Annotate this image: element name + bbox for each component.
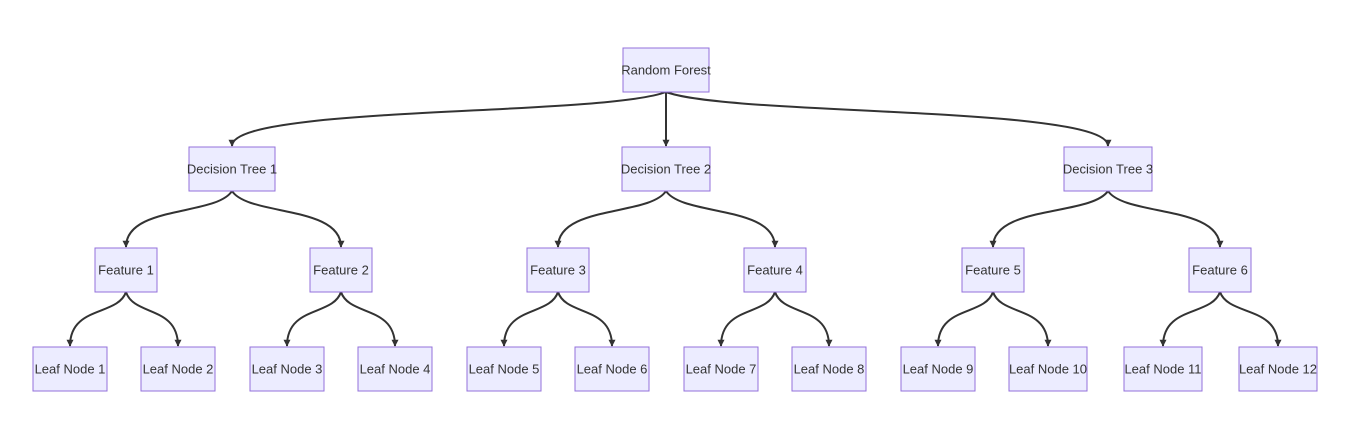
node-label-f5: Feature 5 (965, 263, 1021, 278)
node-label-l9: Leaf Node 9 (903, 362, 974, 377)
node-label-f6: Feature 6 (1192, 263, 1248, 278)
node-l10: Leaf Node 10 (1008, 346, 1088, 392)
node-l3: Leaf Node 3 (249, 346, 325, 392)
node-box-l11 (1123, 346, 1203, 392)
node-f4: Feature 4 (743, 247, 807, 293)
node-box-l1 (32, 346, 108, 392)
node-l8: Leaf Node 8 (791, 346, 867, 392)
node-label-l4: Leaf Node 4 (360, 362, 431, 377)
node-box-l4 (357, 346, 433, 392)
node-box-l6 (574, 346, 650, 392)
node-box-f1 (94, 247, 158, 293)
node-l4: Leaf Node 4 (357, 346, 433, 392)
node-box-l9 (900, 346, 976, 392)
node-f2: Feature 2 (309, 247, 373, 293)
edge-f3-to-l5 (500, 291, 559, 347)
node-box-l12 (1238, 346, 1318, 392)
node-label-dt2: Decision Tree 2 (621, 162, 711, 177)
node-l5: Leaf Node 5 (466, 346, 542, 392)
node-dt3: Decision Tree 3 (1063, 146, 1153, 192)
node-box-f3 (526, 247, 590, 293)
node-box-f5 (961, 247, 1025, 293)
node-l1: Leaf Node 1 (32, 346, 108, 392)
edge-rf-to-dt3 (665, 91, 1112, 147)
node-label-l7: Leaf Node 7 (686, 362, 757, 377)
node-label-f1: Feature 1 (98, 263, 154, 278)
node-box-dt3 (1063, 146, 1153, 192)
node-label-l1: Leaf Node 1 (35, 362, 106, 377)
node-dt2: Decision Tree 2 (621, 146, 711, 192)
node-box-rf (622, 47, 710, 93)
node-label-l2: Leaf Node 2 (143, 362, 214, 377)
edge-f2-to-l3 (283, 291, 342, 347)
node-box-f6 (1188, 247, 1252, 293)
node-box-dt2 (621, 146, 711, 192)
node-label-dt3: Decision Tree 3 (1063, 162, 1153, 177)
edge-f3-to-l6 (557, 291, 616, 347)
node-label-dt1: Decision Tree 1 (187, 162, 277, 177)
node-box-f2 (309, 247, 373, 293)
node-l6: Leaf Node 6 (574, 346, 650, 392)
node-box-l3 (249, 346, 325, 392)
edge-f1-to-l1 (66, 291, 127, 347)
node-box-l10 (1008, 346, 1088, 392)
node-label-l12: Leaf Node 12 (1239, 362, 1317, 377)
edge-f6-to-l12 (1219, 291, 1282, 347)
edge-f5-to-l9 (934, 291, 994, 347)
node-label-f4: Feature 4 (747, 263, 803, 278)
edge-f2-to-l4 (340, 291, 399, 347)
edge-f5-to-l10 (992, 291, 1052, 347)
node-f6: Feature 6 (1188, 247, 1252, 293)
edges-layer (66, 91, 1282, 347)
edge-dt1-to-f1 (122, 190, 233, 248)
node-box-dt1 (188, 146, 276, 192)
node-label-rf: Random Forest (621, 63, 711, 78)
node-label-l5: Leaf Node 5 (469, 362, 540, 377)
node-dt1: Decision Tree 1 (187, 146, 277, 192)
node-box-l7 (683, 346, 759, 392)
node-label-f3: Feature 3 (530, 263, 586, 278)
node-label-l6: Leaf Node 6 (577, 362, 648, 377)
node-label-l10: Leaf Node 10 (1009, 362, 1087, 377)
node-box-l5 (466, 346, 542, 392)
node-label-l11: Leaf Node 11 (1124, 362, 1201, 377)
node-label-f2: Feature 2 (313, 263, 369, 278)
node-f1: Feature 1 (94, 247, 158, 293)
node-label-l8: Leaf Node 8 (794, 362, 865, 377)
node-f5: Feature 5 (961, 247, 1025, 293)
edge-dt3-to-f5 (989, 190, 1109, 248)
edge-dt2-to-f3 (554, 190, 667, 248)
node-l11: Leaf Node 11 (1123, 346, 1203, 392)
node-f3: Feature 3 (526, 247, 590, 293)
node-label-l3: Leaf Node 3 (252, 362, 323, 377)
edge-f1-to-l2 (125, 291, 182, 347)
edge-rf-to-dt1 (228, 91, 667, 147)
node-l7: Leaf Node 7 (683, 346, 759, 392)
edge-f4-to-l8 (774, 291, 833, 347)
node-box-l2 (140, 346, 216, 392)
node-l2: Leaf Node 2 (140, 346, 216, 392)
edge-dt3-to-f6 (1107, 190, 1224, 248)
node-rf: Random Forest (621, 47, 711, 93)
node-l12: Leaf Node 12 (1238, 346, 1318, 392)
edge-f6-to-l11 (1159, 291, 1221, 347)
node-box-l8 (791, 346, 867, 392)
node-box-f4 (743, 247, 807, 293)
edge-dt2-to-f4 (665, 190, 779, 248)
node-l9: Leaf Node 9 (900, 346, 976, 392)
edge-dt1-to-f2 (231, 190, 345, 248)
edge-f4-to-l7 (717, 291, 776, 347)
